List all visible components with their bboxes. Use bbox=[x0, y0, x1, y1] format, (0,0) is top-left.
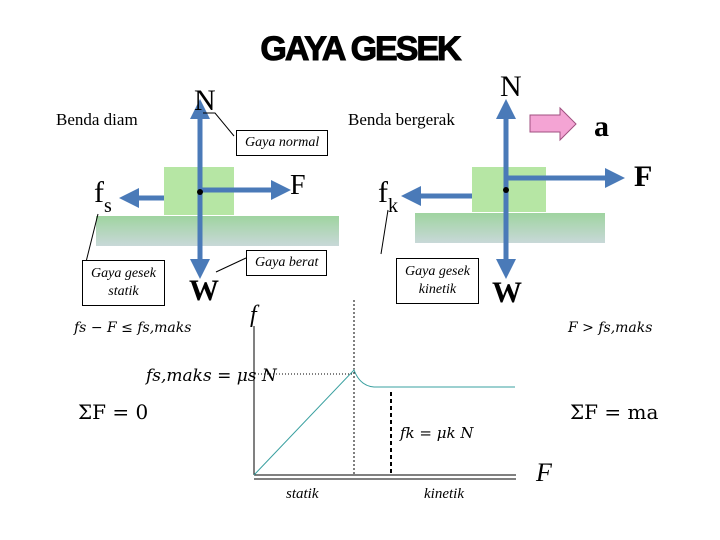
kinetic-sum-equation: ΣF = ma bbox=[570, 400, 659, 424]
kinetic-region-label: kinetik bbox=[424, 486, 464, 502]
page-title: GAYA GESEK bbox=[260, 30, 462, 69]
static-friction-caption-line2: statik bbox=[108, 284, 139, 299]
left-applied-force-label: F bbox=[290, 170, 306, 201]
right-heading: Benda bergerak bbox=[348, 110, 455, 129]
left-friction-subscript: s bbox=[104, 195, 112, 217]
kinetic-equation: fk = μk N bbox=[400, 424, 474, 442]
left-heading: Benda diam bbox=[56, 110, 138, 129]
static-sum-equation: ΣF = 0 bbox=[78, 400, 149, 424]
kinetic-condition-equation: F > fs,maks bbox=[568, 320, 653, 336]
kinetic-friction-caption: Gaya gesek kinetik bbox=[396, 258, 479, 304]
right-surface bbox=[415, 213, 605, 243]
static-max-equation: fs,maks = μs N bbox=[146, 366, 277, 386]
right-block bbox=[472, 167, 546, 212]
left-friction-label: fs bbox=[94, 176, 112, 218]
friction-curve bbox=[253, 369, 515, 476]
right-center-dot bbox=[503, 187, 509, 193]
graph-x-label: F bbox=[536, 458, 552, 487]
graph-y-label: f bbox=[250, 302, 257, 328]
right-friction-symbol: f bbox=[378, 176, 388, 209]
acceleration-arrow bbox=[529, 106, 577, 142]
left-normal-callout bbox=[203, 112, 235, 137]
right-applied-force-label: F bbox=[634, 160, 653, 193]
right-weight-label: W bbox=[492, 276, 522, 309]
right-friction-callout bbox=[380, 209, 389, 255]
kinetic-friction-caption-line1: Gaya gesek bbox=[405, 264, 470, 279]
static-friction-caption: Gaya gesek statik bbox=[82, 260, 165, 306]
static-condition-equation: fs − F ≤ fs,maks bbox=[74, 320, 192, 336]
left-normal-label: N bbox=[194, 84, 216, 117]
left-center-dot bbox=[197, 189, 203, 195]
normal-force-caption: Gaya normal bbox=[236, 130, 329, 156]
kinetic-friction-caption-line2: kinetik bbox=[418, 282, 457, 297]
static-friction-caption-line1: Gaya gesek bbox=[91, 266, 156, 281]
left-weight-label: W bbox=[189, 274, 219, 307]
left-weight-callout bbox=[215, 257, 247, 273]
right-friction-label: fk bbox=[378, 176, 398, 218]
left-friction-callout bbox=[85, 213, 99, 263]
static-region-label: statik bbox=[286, 486, 319, 502]
acceleration-label: a bbox=[594, 110, 609, 143]
right-normal-label: N bbox=[500, 70, 522, 103]
left-friction-symbol: f bbox=[94, 176, 104, 209]
weight-caption: Gaya berat bbox=[246, 250, 328, 276]
left-surface bbox=[96, 216, 339, 246]
right-friction-subscript: k bbox=[388, 195, 398, 217]
